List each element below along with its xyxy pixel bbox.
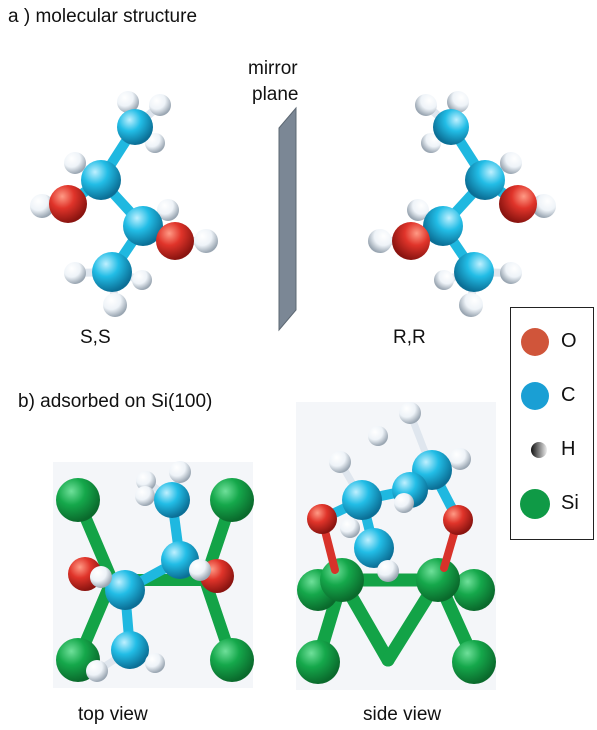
side-view-label: side view	[363, 704, 442, 725]
legend-label-oxygen: O	[561, 330, 577, 352]
carbon-swatch-icon	[521, 382, 549, 410]
molecule-ss	[30, 91, 218, 317]
section-a-title: a ) molecular structure	[8, 6, 198, 27]
enantiomer-ss-label: S,S	[80, 327, 111, 348]
oxygen-swatch-icon	[521, 328, 549, 356]
mirror-plane	[278, 106, 297, 332]
side-view-panel	[296, 402, 496, 690]
molecule-rr	[368, 91, 556, 317]
legend-label-hydrogen: H	[561, 438, 576, 460]
top-view-panel	[53, 461, 254, 688]
legend-item-oxygen: O	[511, 322, 595, 362]
hydrogen-swatch-icon	[531, 442, 547, 458]
legend-label-silicon: Si	[561, 492, 579, 514]
silicon-swatch-icon	[520, 489, 550, 519]
legend-item-carbon: C	[511, 376, 595, 416]
legend-item-hydrogen: H	[511, 430, 595, 470]
enantiomer-rr-label: R,R	[393, 327, 426, 348]
legend-item-silicon: Si	[511, 484, 595, 524]
top-view-label: top view	[78, 704, 148, 725]
mirror-label-line1: mirror	[248, 58, 298, 79]
section-b-title: b) adsorbed on Si(100)	[18, 391, 213, 412]
legend-label-carbon: C	[561, 384, 576, 406]
mirror-label-line2: plane	[252, 84, 299, 105]
atom-legend: O C H Si	[510, 307, 594, 540]
